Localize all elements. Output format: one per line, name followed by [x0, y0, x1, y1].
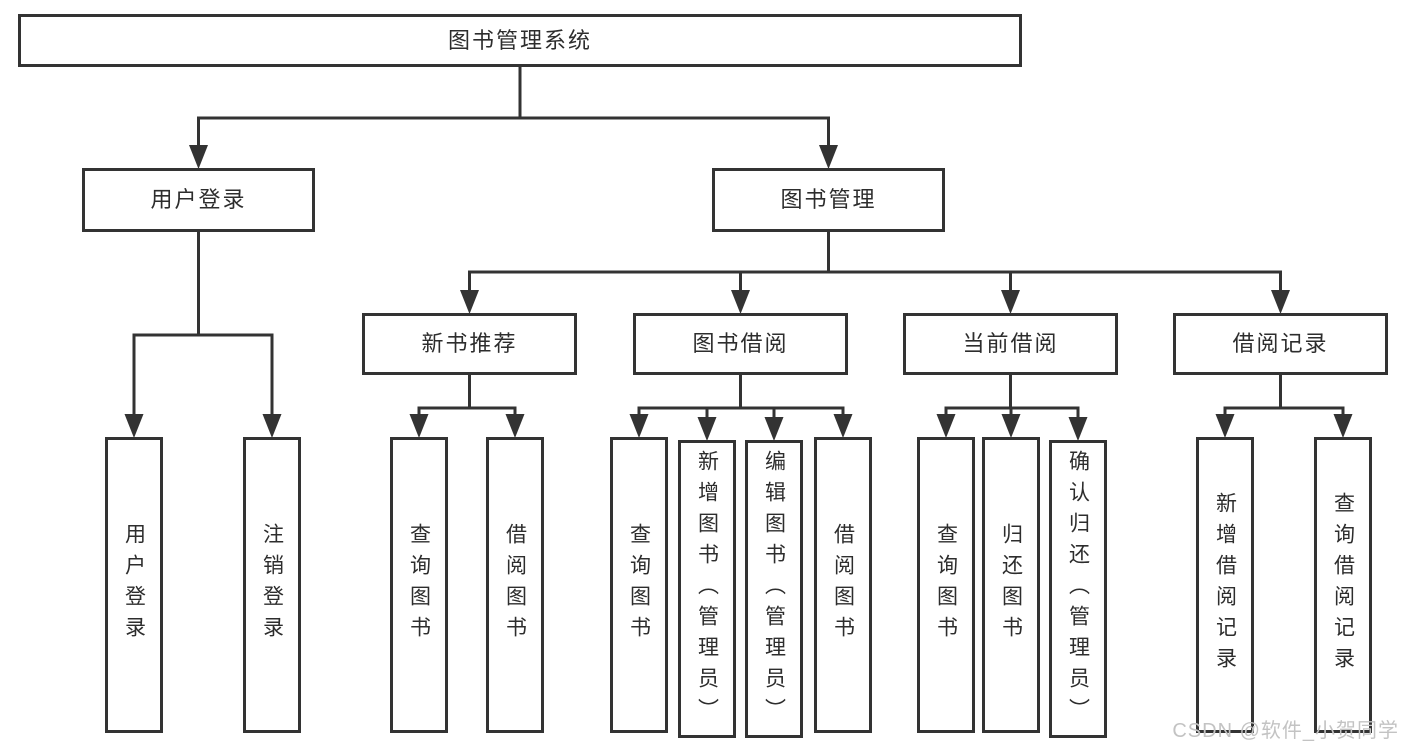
arrowhead-icon	[189, 145, 208, 169]
node-system: 图书管理系统	[18, 14, 1022, 67]
arrowhead-icon	[1215, 414, 1235, 438]
arrowhead-icon	[697, 417, 717, 441]
node-current-borrow: 当前借阅	[903, 313, 1118, 375]
arrowhead-icon	[629, 414, 649, 438]
arrowhead-icon	[1001, 414, 1021, 438]
node-leaf-add-book: 新增图书（管理员）	[678, 440, 736, 738]
node-borrow-records: 借阅记录	[1173, 313, 1388, 375]
node-leaf-user-login: 用户登录	[105, 437, 163, 733]
node-user-login: 用户登录	[82, 168, 315, 232]
arrowhead-icon	[1001, 290, 1020, 314]
arrowhead-icon	[262, 414, 282, 438]
arrowhead-icon	[1271, 290, 1290, 314]
node-leaf-return-book: 归还图书	[982, 437, 1040, 733]
arrowhead-icon	[124, 414, 144, 438]
node-book-borrow: 图书借阅	[633, 313, 848, 375]
arrowhead-icon	[833, 414, 853, 438]
node-leaf-edit-book: 编辑图书（管理员）	[745, 440, 803, 738]
arrowhead-icon	[731, 290, 750, 314]
node-leaf-logout: 注销登录	[243, 437, 301, 733]
node-leaf-query-record: 查询借阅记录	[1314, 437, 1372, 733]
arrowhead-icon	[936, 414, 956, 438]
node-leaf-query-book-3: 查询图书	[917, 437, 975, 733]
watermark: CSDN @软件_小贺同学	[1172, 720, 1399, 742]
node-leaf-confirm-return: 确认归还（管理员）	[1049, 440, 1107, 738]
node-leaf-add-record: 新增借阅记录	[1196, 437, 1254, 733]
arrowhead-icon	[819, 145, 838, 169]
node-leaf-borrow-book-1: 借阅图书	[486, 437, 544, 733]
node-leaf-query-book-2: 查询图书	[610, 437, 668, 733]
arrowhead-icon	[1333, 414, 1353, 438]
arrowhead-icon	[505, 414, 525, 438]
node-new-book-rec: 新书推荐	[362, 313, 577, 375]
arrowhead-icon	[460, 290, 479, 314]
node-book-mgmt: 图书管理	[712, 168, 945, 232]
arrowhead-icon	[764, 417, 784, 441]
node-leaf-query-book-1: 查询图书	[390, 437, 448, 733]
arrowhead-icon	[1068, 417, 1088, 441]
arrowhead-icon	[409, 414, 429, 438]
node-leaf-borrow-book-2: 借阅图书	[814, 437, 872, 733]
